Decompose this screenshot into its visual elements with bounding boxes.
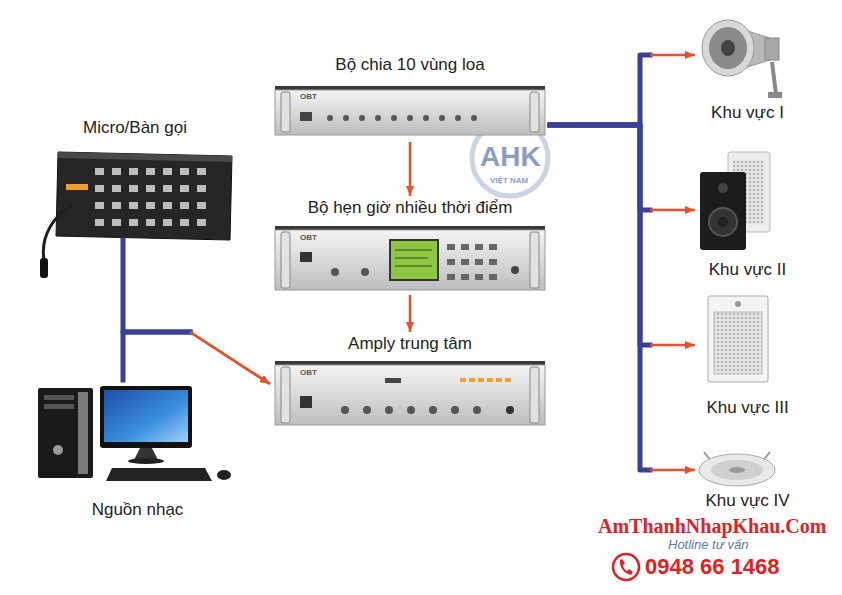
bus-line	[550, 125, 650, 345]
text-label: AHK	[480, 142, 541, 173]
text-label: AmThanhNhapKhau.Com	[598, 515, 826, 537]
connector	[410, 142, 411, 196]
connector	[550, 125, 695, 470]
bus-line	[123, 240, 190, 332]
device-node: Amply trung tâm	[270, 334, 550, 428]
speaker-node: Khu vực I	[695, 15, 800, 125]
bus-line	[550, 55, 650, 125]
node-label: Amply trung tâm	[270, 334, 550, 354]
node-label-text: Khu vực I	[711, 103, 784, 123]
arrow-line	[650, 469, 695, 472]
computer-illustration	[38, 386, 231, 481]
bus-line	[123, 332, 190, 380]
connector	[550, 125, 695, 210]
node-label: Khu vực III	[695, 398, 800, 418]
horn-speaker	[702, 20, 782, 98]
text-label: 0948 66 1468	[645, 555, 780, 579]
node-label-text: Khu vực III	[706, 398, 788, 418]
node-label: Khu vực IV	[695, 491, 800, 511]
arrow-line	[190, 332, 270, 384]
arrow-line	[190, 332, 270, 384]
node-label: Bộ chia 10 vùng loa	[270, 55, 550, 75]
connector	[410, 295, 411, 332]
node-label: Khu vực I	[695, 103, 800, 123]
text-label: VIỆT NAM	[490, 177, 528, 186]
connector	[550, 125, 695, 345]
wall-speaker	[708, 296, 768, 382]
timer-device	[275, 226, 545, 290]
box-speaker	[700, 152, 770, 250]
speaker-node: Khu vực III	[695, 290, 800, 420]
arrow-line	[409, 142, 412, 196]
arrow-line	[650, 209, 695, 212]
device-node: Bộ hẹn giờ nhiều thời điểm	[270, 198, 550, 293]
bus-line	[550, 125, 650, 210]
device-node: Micro/Bàn gọi	[35, 118, 235, 240]
text-label: OBT	[300, 93, 317, 102]
arrow-line	[650, 344, 695, 347]
node-label-text: Amply trung tâm	[348, 334, 472, 354]
text-label: OBT	[300, 234, 317, 243]
bus-line	[550, 125, 650, 470]
node-label-text: Bộ chia 10 vùng loa	[335, 55, 484, 75]
node-label: Bộ hẹn giờ nhiều thời điểm	[270, 198, 550, 218]
speaker-node: Khu vực IV	[695, 445, 800, 513]
arrow-line	[409, 295, 412, 332]
node-label: Micro/Bàn gọi	[35, 118, 235, 138]
amplifier-device	[275, 361, 545, 425]
splitter-device	[275, 86, 545, 135]
text-label: Hotline tư vấn	[668, 538, 749, 552]
phone-icon	[613, 554, 639, 580]
node-label-text: Micro/Bàn gọi	[83, 118, 187, 138]
microphone-console	[40, 152, 232, 278]
node-label: Khu vực II	[695, 260, 800, 280]
node-label: Nguồn nhạc	[30, 500, 245, 520]
connector	[123, 240, 270, 384]
connector	[550, 55, 695, 125]
node-label-text: Khu vực II	[709, 260, 787, 280]
node-label-text: Bộ hẹn giờ nhiều thời điểm	[308, 198, 513, 218]
device-node: Nguồn nhạc	[30, 380, 245, 522]
arrow-line	[650, 54, 695, 57]
node-label-text: Khu vực IV	[705, 491, 789, 511]
ceiling-speaker	[699, 452, 775, 486]
text-label: OBT	[300, 369, 317, 378]
node-label-text: Nguồn nhạc	[92, 500, 184, 520]
speaker-node: Khu vực II	[695, 145, 800, 285]
connector	[123, 332, 270, 384]
